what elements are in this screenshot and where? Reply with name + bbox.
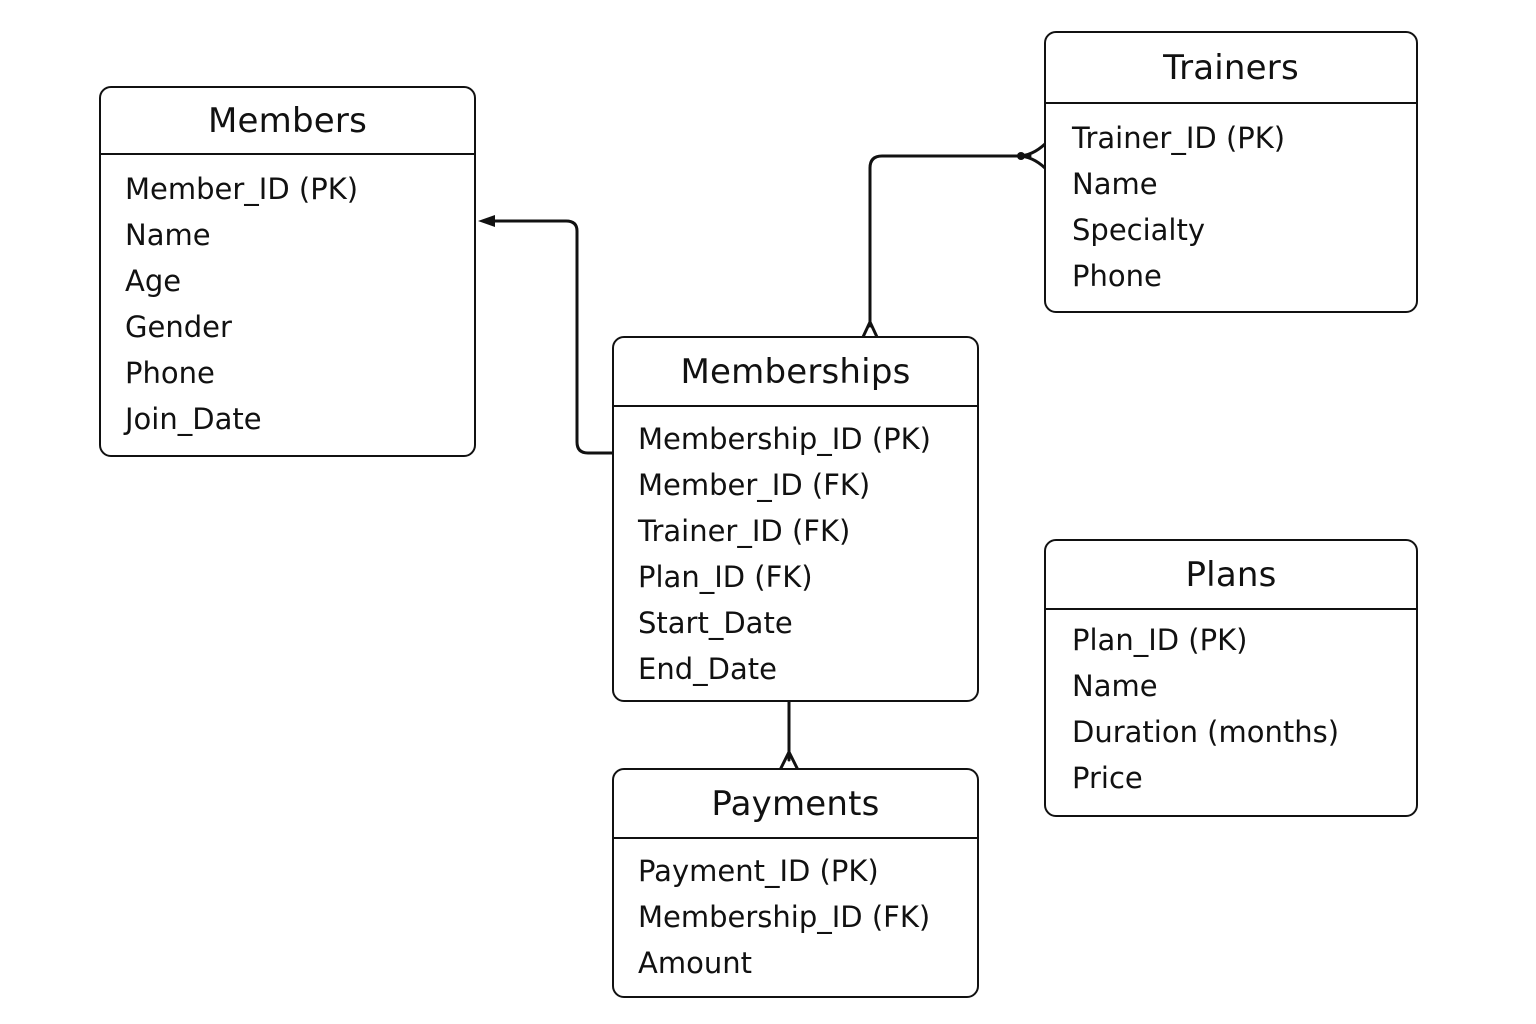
attribute: Start_Date [638,606,793,640]
attribute: Membership_ID (PK) [638,422,931,456]
attribute: Phone [125,356,215,390]
connector-memberships-members [490,219,616,455]
arrowhead-members [478,215,495,227]
entity-trainers[interactable]: Trainers Trainer_ID (PK) Name Specialty … [1044,31,1418,313]
attribute: Price [1072,761,1143,795]
attribute: Member_ID (FK) [638,468,871,502]
attribute: Name [1072,669,1158,703]
entity-title-plans: Plans [1046,541,1416,610]
attribute: Age [125,264,182,298]
attribute: Trainer_ID (PK) [1072,121,1286,155]
crowfoot-payments [778,750,800,772]
entity-title-members: Members [101,88,474,155]
attribute-list-trainers: Trainer_ID (PK) Name Specialty Phone [1046,104,1416,302]
entity-title-trainers: Trainers [1046,33,1416,104]
attribute: Membership_ID (FK) [638,900,931,934]
attribute: End_Date [638,652,777,686]
crowfoot-memberships-top [861,320,879,339]
attribute: Phone [1072,259,1162,293]
entity-payments[interactable]: Payments Payment_ID (PK) Membership_ID (… [612,768,979,998]
entity-plans[interactable]: Plans Plan_ID (PK) Name Duration (months… [1044,539,1418,817]
attribute: Name [125,218,211,252]
attribute: Gender [125,310,232,344]
attribute-list-memberships: Membership_ID (PK) Member_ID (FK) Traine… [614,407,977,695]
connector-memberships-trainers [868,154,1032,328]
entity-memberships[interactable]: Memberships Membership_ID (PK) Member_ID… [612,336,979,702]
attribute: Plan_ID (PK) [1072,623,1248,657]
attribute-list-plans: Plan_ID (PK) Name Duration (months) Pric… [1046,610,1416,804]
attribute-list-members: Member_ID (PK) Name Age Gender Phone Joi… [101,155,474,445]
entity-title-memberships: Memberships [614,338,977,407]
attribute-list-payments: Payment_ID (PK) Membership_ID (FK) Amoun… [614,839,977,989]
entity-title-payments: Payments [614,770,977,839]
attribute: Amount [638,946,752,980]
attribute: Member_ID (PK) [125,172,359,206]
crowfoot-trainers-dot [1017,152,1025,160]
attribute: Payment_ID (PK) [638,854,879,888]
attribute: Trainer_ID (FK) [638,514,851,548]
attribute: Duration (months) [1072,715,1340,749]
attribute: Plan_ID (FK) [638,560,813,594]
attribute: Name [1072,167,1158,201]
entity-members[interactable]: Members Member_ID (PK) Name Age Gender P… [99,86,476,457]
attribute: Specialty [1072,213,1206,247]
attribute: Join_Date [125,402,262,436]
